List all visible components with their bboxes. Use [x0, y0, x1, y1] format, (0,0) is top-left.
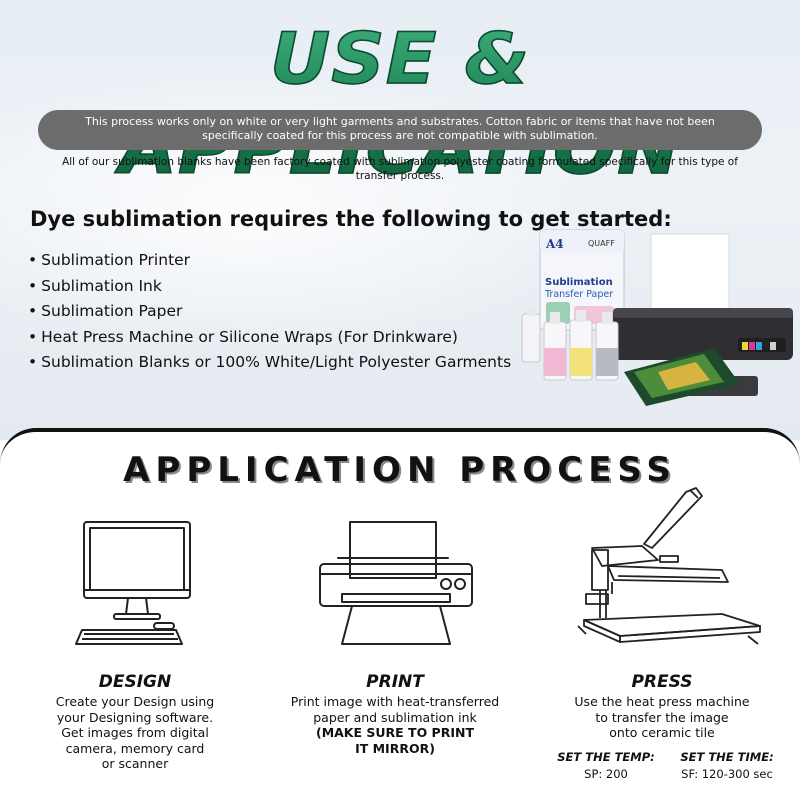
- heat-press-icon: [577, 487, 761, 645]
- temp-setting: SET THE TEMP: SP: 200: [556, 750, 656, 782]
- design-step-title: DESIGN: [98, 672, 172, 692]
- print-line: Print image with heat-transferred: [290, 694, 500, 709]
- time-label: SET THE TIME:: [680, 750, 774, 764]
- product-image: A4 QUAFF Sublimation Transfer Paper: [521, 229, 793, 406]
- design-line: Get images from digital: [61, 725, 209, 740]
- press-line: onto ceramic tile: [609, 725, 715, 740]
- coating-note: All of our sublimation blanks have been …: [62, 156, 738, 182]
- paper-size-label: A4: [545, 237, 564, 251]
- brand-label: QUAFF: [588, 239, 615, 248]
- requirements-list: •Sublimation Printer •Sublimation Ink •S…: [28, 251, 511, 379]
- list-item-label: Sublimation Paper: [41, 302, 183, 320]
- press-line: Use the heat press machine: [574, 694, 750, 709]
- printed-photo-image: [624, 348, 740, 406]
- design-line: your Designing software.: [56, 709, 214, 725]
- printer-icon: [319, 521, 473, 645]
- time-value: SF: 120-300 sec: [681, 767, 773, 781]
- requirements-title: Dye sublimation requires the following t…: [30, 207, 672, 231]
- list-item-label: Heat Press Machine or Silicone Wraps (Fo…: [41, 327, 458, 346]
- print-mirror-warning: (MAKE SURE TO PRINT: [315, 725, 474, 740]
- print-step-title: PRINT: [366, 672, 424, 692]
- compatibility-notice: This process works only on white or very…: [38, 110, 762, 150]
- list-item: •Sublimation Paper: [28, 302, 183, 320]
- design-line: or scanner: [101, 756, 169, 771]
- list-item-label: Sublimation Printer: [41, 251, 191, 269]
- ink-bottles-image: [521, 306, 619, 381]
- paper-name-1: Sublimation: [545, 277, 613, 288]
- list-item: •Sublimation Blanks or 100% White/Light …: [28, 353, 512, 371]
- press-step: PRESS Use the heat press machine to tran…: [547, 672, 777, 741]
- design-line: camera, memory card: [65, 740, 205, 756]
- design-step: DESIGN Create your Design using your Des…: [20, 672, 250, 772]
- paper-name-2: Transfer Paper: [544, 289, 613, 300]
- press-settings: SET THE TEMP: SP: 200 SET THE TIME: SF: …: [556, 750, 796, 790]
- print-mirror-warning: IT MIRROR): [355, 740, 435, 756]
- list-item-label: Sublimation Ink: [41, 276, 162, 295]
- press-step-description: Use the heat press machine to transfer t…: [547, 694, 777, 741]
- design-line: Create your Design using: [55, 694, 215, 709]
- print-step: PRINT Print image with heat-transferred …: [280, 672, 510, 756]
- temp-label: SET THE TEMP:: [557, 750, 655, 764]
- computer-icon: [75, 521, 191, 645]
- press-line: to transfer the image: [595, 709, 729, 725]
- press-step-title: PRESS: [631, 672, 693, 692]
- time-setting: SET THE TIME: SF: 120-300 sec: [668, 750, 786, 782]
- list-item: •Sublimation Ink: [28, 276, 162, 295]
- list-item: •Heat Press Machine or Silicone Wraps (F…: [28, 327, 458, 346]
- list-item-label: Sublimation Blanks or 100% White/Light P…: [41, 353, 512, 371]
- product-illustration: A4 QUAFF Sublimation Transfer Paper: [518, 222, 796, 412]
- print-line: paper and sublimation ink: [313, 709, 477, 725]
- print-step-description: Print image with heat-transferred paper …: [280, 694, 510, 756]
- design-step-description: Create your Design using your Designing …: [20, 694, 250, 772]
- process-title: APPLICATION PROCESS: [123, 450, 677, 490]
- temp-value: SP: 200: [584, 767, 628, 781]
- list-item: •Sublimation Printer: [28, 251, 191, 269]
